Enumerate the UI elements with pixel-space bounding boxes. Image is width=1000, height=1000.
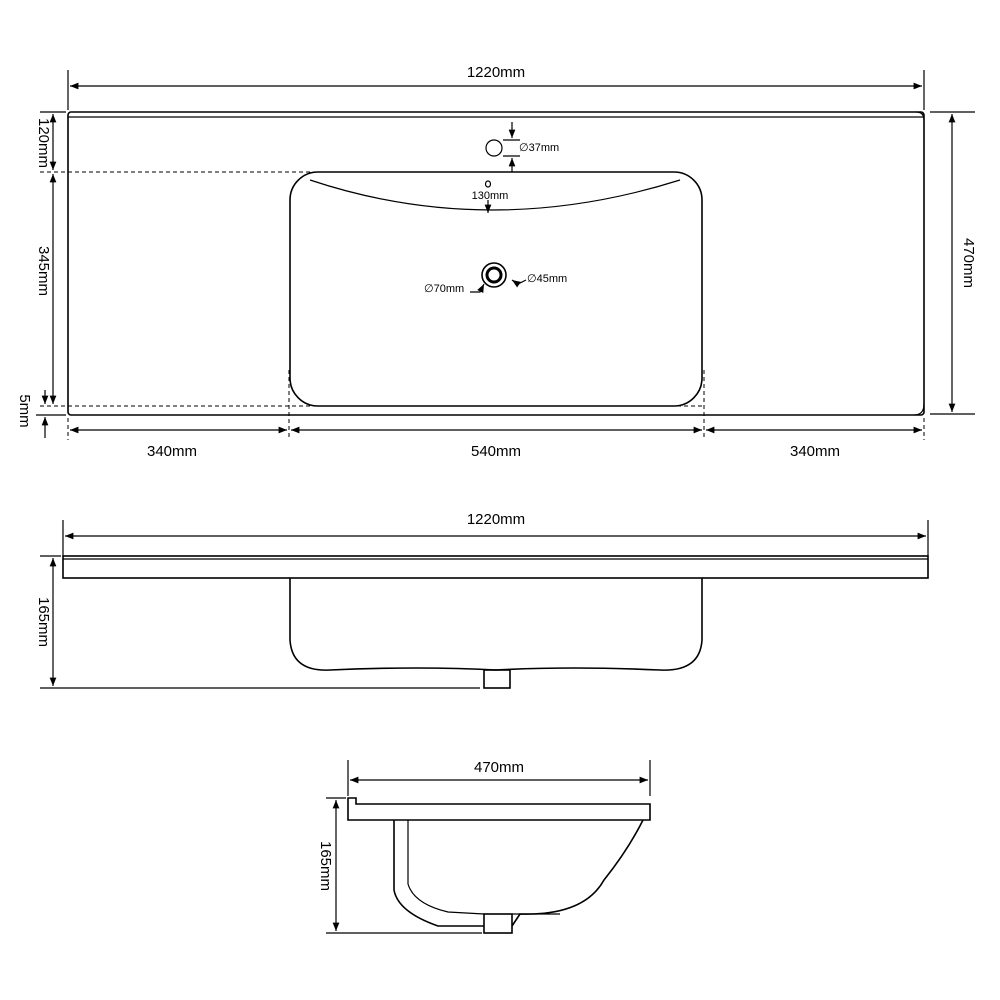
drain-outer-label: ∅70mm — [424, 283, 464, 295]
front-width-label: 1220mm — [467, 511, 525, 528]
back-margin-label: 120mm — [35, 118, 52, 168]
width-label: 1220mm — [467, 64, 525, 81]
drain-inner-label: ∅45mm — [527, 273, 567, 285]
side-drain-pipe — [483, 913, 513, 934]
side-height-label: 165mm — [317, 841, 334, 891]
tap-hole — [485, 139, 503, 157]
side-countertop — [347, 797, 651, 821]
overflow-offset-label: 130mm — [472, 190, 509, 202]
side-view: 470mm 165mm — [317, 759, 651, 934]
overflow-curve — [309, 179, 681, 211]
countertop-front-right-corner — [913, 403, 925, 416]
front-margin-label: 5mm — [16, 394, 33, 427]
bowl-width-label: 540mm — [471, 443, 521, 460]
basin-outline — [289, 171, 703, 407]
depth-label: 470mm — [960, 238, 977, 288]
top-view: 1220mm 470mm 120mm 345mm 5mm 340mm 540mm… — [16, 64, 977, 460]
bowl-depth-label: 345mm — [35, 246, 52, 296]
drain-inner — [485, 266, 503, 284]
front-drain-pipe — [483, 669, 511, 689]
side-bowl-inner — [407, 820, 560, 915]
drain-outer — [481, 262, 507, 288]
countertop-outline — [67, 111, 925, 416]
tap-hole-label: ∅37mm — [519, 142, 559, 154]
overflow-hole — [484, 180, 492, 188]
front-height-label: 165mm — [35, 597, 52, 647]
left-label: 340mm — [147, 443, 197, 460]
right-label: 340mm — [790, 443, 840, 460]
drain-outer-leader — [470, 283, 485, 294]
side-depth-label: 470mm — [474, 759, 524, 776]
front-bowl — [289, 578, 703, 671]
side-bowl-outer — [393, 819, 644, 927]
front-view: 1220mm 165mm — [35, 511, 929, 689]
countertop-right-notch — [915, 111, 925, 121]
front-countertop — [62, 555, 929, 579]
drain-inner-leader — [511, 279, 527, 288]
